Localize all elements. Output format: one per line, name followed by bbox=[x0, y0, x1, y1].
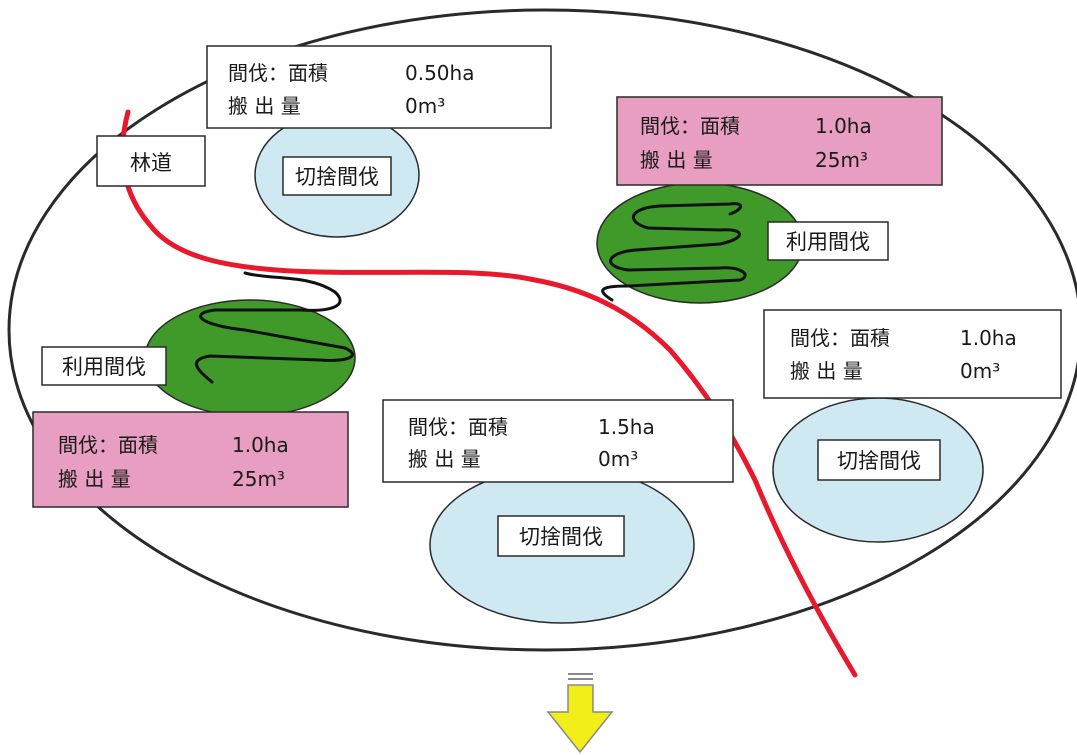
stand-1-volume-label: 搬 出 量 bbox=[228, 94, 301, 118]
stand-4-area-label: 間伐：面積 bbox=[408, 415, 508, 439]
stand-1-info-box: 間伐：面積 0.50ha 搬 出 量 0m³ bbox=[206, 45, 552, 129]
stand-2-volume-value: 25m³ bbox=[815, 148, 868, 172]
stand-1-volume-value: 0m³ bbox=[405, 94, 445, 118]
stand-1-type-box bbox=[282, 156, 392, 196]
stand-4-type-label: 切捨間伐 bbox=[519, 525, 603, 549]
stand-2-volume-label: 搬 出 量 bbox=[640, 148, 713, 172]
stand-3-type-box bbox=[41, 346, 167, 386]
stand-4-info-box: 間伐：面積 1.5ha 搬 出 量 0m³ bbox=[382, 399, 734, 483]
stand-3-area-label: 間伐：面積 bbox=[58, 433, 158, 457]
road-label: 林道 bbox=[130, 151, 172, 175]
stand-1-type-label: 切捨間伐 bbox=[295, 165, 379, 189]
stand-4-type-box bbox=[497, 515, 625, 557]
stand-5-info-box: 間伐：面積 1.0ha 搬 出 量 0m³ bbox=[763, 309, 1062, 399]
stand-2-type-box bbox=[767, 221, 889, 261]
stand-5-volume-label: 搬 出 量 bbox=[790, 359, 863, 383]
stand-5-area-value: 1.0ha bbox=[960, 326, 1017, 350]
stand-2-area-label: 間伐：面積 bbox=[640, 114, 740, 138]
skid-trail-right bbox=[601, 202, 747, 302]
down-arrow-icon bbox=[546, 673, 614, 754]
stand-2-type-label: 利用間伐 bbox=[786, 230, 870, 254]
road-label-box bbox=[96, 135, 206, 187]
stand-3-volume-label: 搬 出 量 bbox=[58, 467, 131, 491]
stand-4-volume-value: 0m³ bbox=[598, 447, 638, 471]
stand-3-info-box: 間伐：面積 1.0ha 搬 出 量 25m³ bbox=[32, 411, 349, 508]
stand-3-volume-value: 25m³ bbox=[232, 467, 285, 491]
stand-5-type-box bbox=[817, 439, 941, 481]
stand-3-type-label: 利用間伐 bbox=[62, 355, 146, 379]
skid-trail-left bbox=[194, 271, 354, 384]
stand-2-info-box: 間伐：面積 1.0ha 搬 出 量 25m³ bbox=[616, 96, 943, 186]
stand-4-volume-label: 搬 出 量 bbox=[408, 447, 481, 471]
stand-1-area-value: 0.50ha bbox=[405, 61, 474, 85]
stand-5-volume-value: 0m³ bbox=[960, 359, 1000, 383]
stand-2-area-value: 1.0ha bbox=[815, 114, 872, 138]
stand-1-area-label: 間伐：面積 bbox=[228, 61, 328, 85]
stand-5-area-label: 間伐：面積 bbox=[790, 326, 890, 350]
stand-4-area-value: 1.5ha bbox=[598, 415, 655, 439]
forest-road bbox=[120, 109, 858, 678]
stand-5-type-label: 切捨間伐 bbox=[837, 449, 921, 473]
stand-3-area-value: 1.0ha bbox=[232, 433, 289, 457]
